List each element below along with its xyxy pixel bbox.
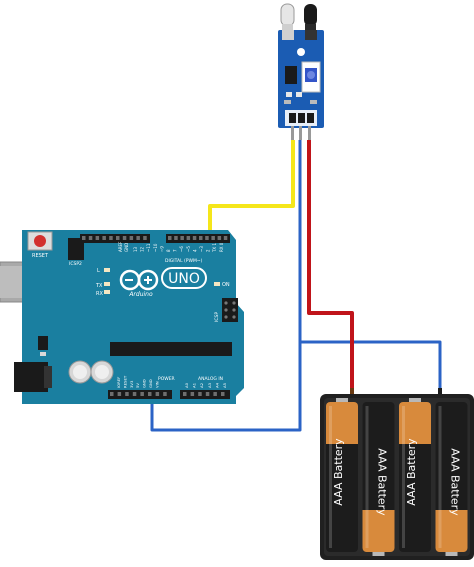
power-pin-label: RESET [122,375,127,388]
digital-pin-label: ~11 [146,243,151,252]
atmega-chip [110,342,232,356]
battery-label: AAA Battery [449,448,462,516]
analog-label: ANALOG IN [198,376,223,382]
battery-label: AAA Battery [332,438,345,506]
analog-pin-label: A2 [199,382,204,388]
wire-ground-green [150,140,302,432]
wire-power-red [307,140,354,392]
reset-button [27,231,53,251]
reset-label: RESET [32,253,49,259]
digital-pin-label: 13 [133,246,138,252]
sensor-header-pins [285,110,317,140]
battery-label: AAA Battery [405,438,418,506]
analog-header [180,390,230,399]
analog-pin-label: A5 [222,382,227,388]
digital-pin-label: ~10 [153,243,158,252]
digital-pin-label: ~3 [199,246,204,252]
wires [150,140,442,432]
tx-led-label: TX [95,283,103,289]
digital-pin-label: 2 [206,249,211,252]
analog-pin-label: A1 [192,382,197,388]
digital-header-label: GND [124,243,129,252]
wire-ground-battery [300,340,442,392]
dc-jack [14,362,48,392]
power-label: POWER [158,376,175,382]
ir-sensor-module [278,3,324,140]
digital-pin-label: TX 1 [212,243,217,253]
power-pin-label: 5V [135,383,140,388]
digital-pin-label: ~6 [179,246,184,252]
power-pin-label: 3V3 [129,380,134,388]
aaa-battery: AAA Battery [326,398,358,552]
digital-pin-label: 8 [166,249,171,252]
digital-pin-label: 12 [140,246,145,252]
digital-pin-label: 7 [173,249,178,252]
uno-badge [161,267,207,289]
mount-hole-icon [297,48,305,56]
capacitor-1 [68,360,92,384]
power-pin-label: GND [148,379,153,388]
analog-pin-label: A3 [207,382,212,388]
wire-signal-yellow [208,140,295,240]
aaa-battery: AAA Battery [399,398,431,552]
battery-label: AAA Battery [376,448,389,516]
uno-logo-text: UNO [168,271,200,287]
digital-header-label: AREF [118,241,123,252]
comparator-chip [285,66,297,84]
aaa-battery: AAA Battery [362,402,395,556]
analog-pin-label: A4 [214,382,219,388]
battery-holder: AAA Battery AAA Battery AAA Battery AAA Bat… [320,388,474,560]
rx-led-label: RX [96,291,103,297]
digital-header-left [80,234,150,243]
power-header [108,390,172,399]
icsp2-label: ICSP2 [69,261,82,267]
capacitor-2 [90,360,114,384]
arduino-pcb [22,230,244,404]
power-pin-label: IOREF [116,377,121,388]
icsp-header [222,298,238,322]
arduino-infinity-icon [119,269,159,291]
power-pin-label: GND [142,379,147,388]
arduino-brand-text: Arduino [128,291,153,298]
power-pin-label: VIN [154,381,159,388]
icsp2-header [68,238,84,260]
ir-led-pair-icon [280,3,317,32]
digital-header-right [166,234,230,243]
analog-pin-label: A0 [184,382,189,388]
digital-label: DIGITAL (PWM~) [165,258,203,264]
aaa-battery: AAA Battery [435,402,468,556]
l-led-label: L [97,268,100,274]
digital-pin-label: ~9 [159,246,164,252]
on-led-label: ON [222,282,230,288]
digital-pin-label: RX 0 [219,242,224,252]
digital-pin-label: 4 [192,249,197,252]
icsp-label: ICSP [214,312,220,322]
digital-pin-label: ~5 [186,246,191,252]
